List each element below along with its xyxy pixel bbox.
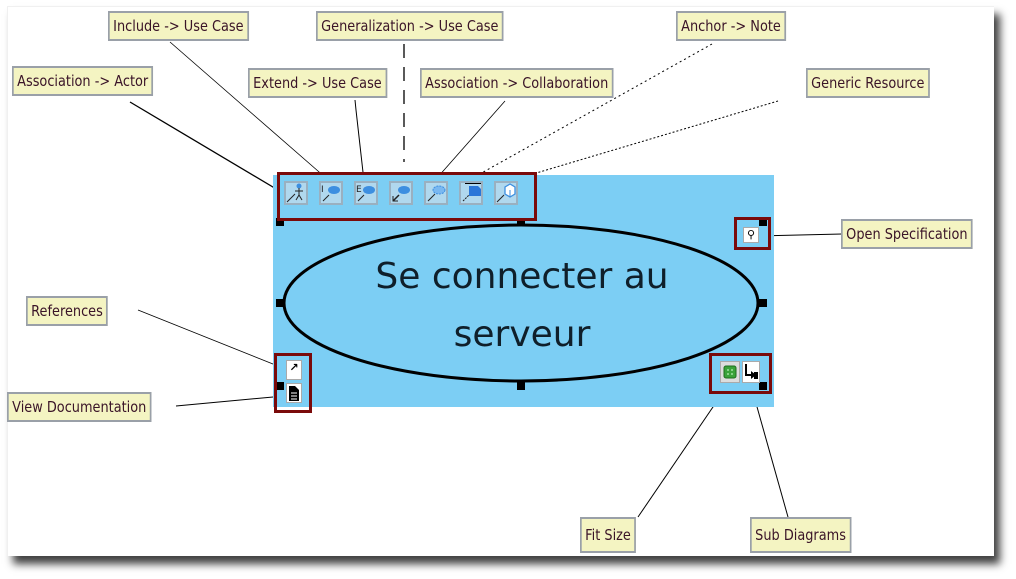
extend-tag: E [356, 185, 362, 195]
resize-handle-left[interactable] [276, 299, 284, 307]
view-documentation-button[interactable] [286, 383, 302, 403]
references-button[interactable]: ↗ [286, 360, 302, 380]
resize-handle-top-right[interactable] [759, 218, 767, 226]
connector-association-collaboration [436, 100, 506, 179]
resize-handle-top-left[interactable] [276, 218, 284, 226]
callout-view-documentation: View Documentation [7, 392, 152, 422]
include-tag: I [321, 185, 324, 195]
document-icon [289, 386, 299, 401]
generalization-use-case-icon[interactable] [389, 181, 413, 205]
resize-handle-right[interactable] [759, 299, 767, 307]
use-case-name-line1: Se connecter au [375, 256, 669, 297]
open-specification-button[interactable]: ⚲ [743, 227, 759, 243]
association-actor-icon[interactable] [284, 181, 308, 205]
connector-include [169, 41, 327, 179]
sub-diagrams-button[interactable] [742, 361, 760, 383]
fit-size-icon [723, 365, 737, 379]
arrow-up-right-icon: ↗ [289, 361, 299, 374]
magnifier-icon: ⚲ [746, 228, 756, 241]
callout-fit-size: Fit Size [580, 517, 637, 553]
callout-generic-resource: Generic Resource [806, 68, 930, 98]
callout-extend-use-case: Extend -> Use Case [248, 68, 387, 98]
use-case-name[interactable]: Se connecter au serveur [283, 248, 761, 364]
connector-extend [354, 99, 366, 191]
resize-handle-bottom-left[interactable] [276, 382, 284, 390]
callout-association-actor: Association -> Actor [12, 66, 154, 96]
connector-association-actor [129, 101, 289, 197]
resize-handle-bottom-right[interactable] [759, 382, 767, 390]
callout-include-use-case: Include -> Use Case [108, 11, 249, 41]
resize-handle-bottom[interactable] [517, 382, 525, 390]
fit-size-button[interactable] [720, 361, 740, 383]
callout-references: References [26, 296, 109, 326]
callout-generalization-use-case: Generalization -> Use Case [316, 11, 504, 41]
include-use-case-icon[interactable]: I [319, 181, 343, 205]
callout-anchor-note: Anchor -> Note [676, 11, 786, 41]
references-documentation-highlight [274, 353, 312, 413]
anchor-note-icon[interactable] [459, 181, 483, 205]
sub-diagram-icon [745, 364, 758, 379]
open-specification-highlight [734, 217, 771, 250]
use-case-name-line2: serveur [453, 314, 591, 355]
callout-open-specification: Open Specification [841, 219, 973, 249]
resource-catalog-highlight [277, 172, 537, 221]
connector-generic-resource [532, 100, 779, 175]
connector-view-doc [175, 395, 285, 407]
fit-size-subdiagrams-highlight [709, 353, 772, 394]
callout-association-collaboration: Association -> Collaboration [420, 68, 614, 98]
association-collaboration-icon[interactable] [424, 181, 448, 205]
callout-sub-diagrams: Sub Diagrams [750, 517, 852, 553]
extend-use-case-icon[interactable]: E [354, 181, 378, 205]
resize-handle-top[interactable] [517, 218, 525, 226]
connector-references [137, 309, 289, 371]
generic-resource-icon[interactable] [494, 181, 518, 205]
